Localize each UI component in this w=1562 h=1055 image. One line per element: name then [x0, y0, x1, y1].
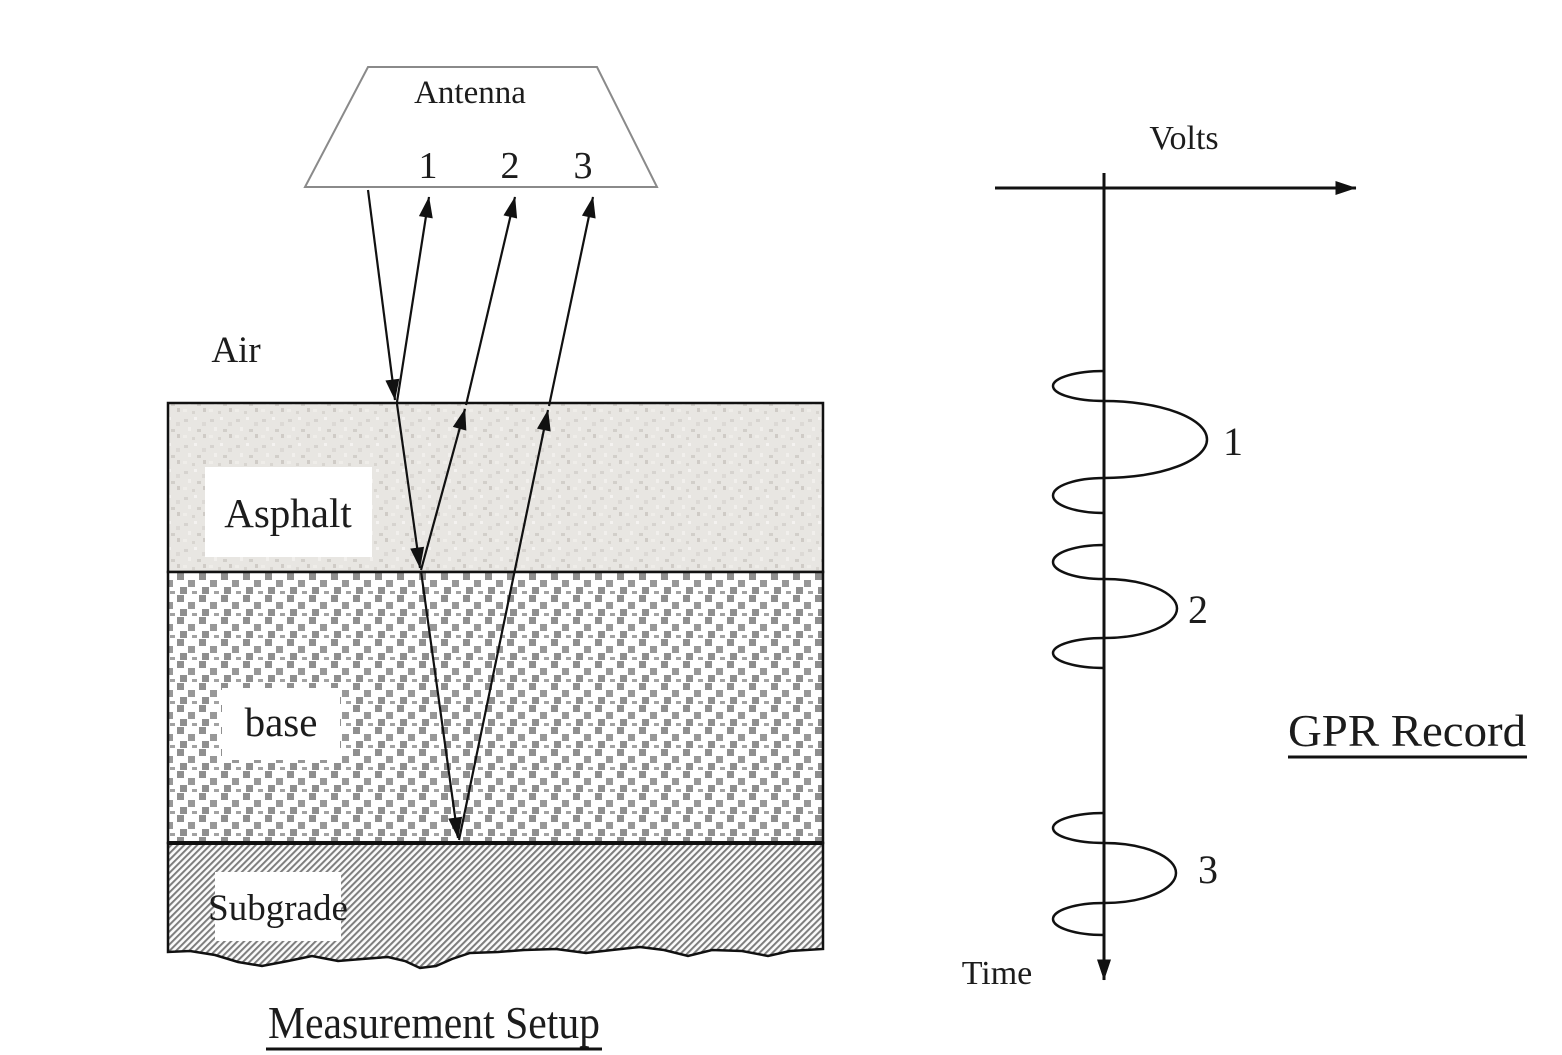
base-label-box — [222, 688, 340, 760]
ray-label-1: 1 — [419, 145, 438, 187]
asphalt-label: Asphalt — [224, 490, 352, 536]
subgrade-label-box — [215, 872, 341, 941]
reflection-ray-2-lower — [419, 408, 467, 571]
reflection-ray-2-upper — [464, 196, 518, 406]
reflection-ray-3-upper — [547, 196, 596, 407]
measurement-setup-caption: Measurement Setup — [268, 997, 600, 1048]
reflection-ray-1 — [395, 196, 433, 403]
time-axis-label: Time — [962, 955, 1033, 992]
ray-label-3: 3 — [574, 145, 593, 187]
subgrade-label: Subgrade — [208, 888, 348, 929]
base-label: base — [245, 699, 318, 745]
refracted-ray-base — [419, 570, 463, 839]
wavelet-group — [1051, 369, 1209, 937]
refracted-ray-asphalt — [395, 403, 425, 569]
transmit-ray — [366, 189, 400, 401]
asphalt-label-box — [205, 467, 372, 557]
wave-label-3: 3 — [1198, 847, 1218, 892]
wave-label-1: 1 — [1223, 419, 1243, 464]
ray-group — [366, 189, 596, 841]
antenna-label: Antenna — [414, 75, 526, 111]
volts-axis-label: Volts — [1149, 120, 1218, 157]
wavelet-1 — [1051, 369, 1209, 515]
ray-label-2: 2 — [501, 145, 520, 187]
wavelet-3 — [1051, 811, 1178, 937]
antenna-shape — [303, 66, 659, 188]
wave-label-2: 2 — [1188, 587, 1208, 632]
reflection-ray-3-lower — [457, 409, 551, 841]
measurement-setup-diagram: Air Asphalt base Subgrade Antenna 1 2 3 … — [166, 66, 825, 1051]
air-label: Air — [211, 330, 260, 371]
wavelet-2 — [1051, 543, 1179, 670]
gpr-record-title: GPR Record — [1288, 705, 1526, 756]
gpr-record-plot: Volts Time 1 2 3 GPR Record — [962, 120, 1527, 992]
